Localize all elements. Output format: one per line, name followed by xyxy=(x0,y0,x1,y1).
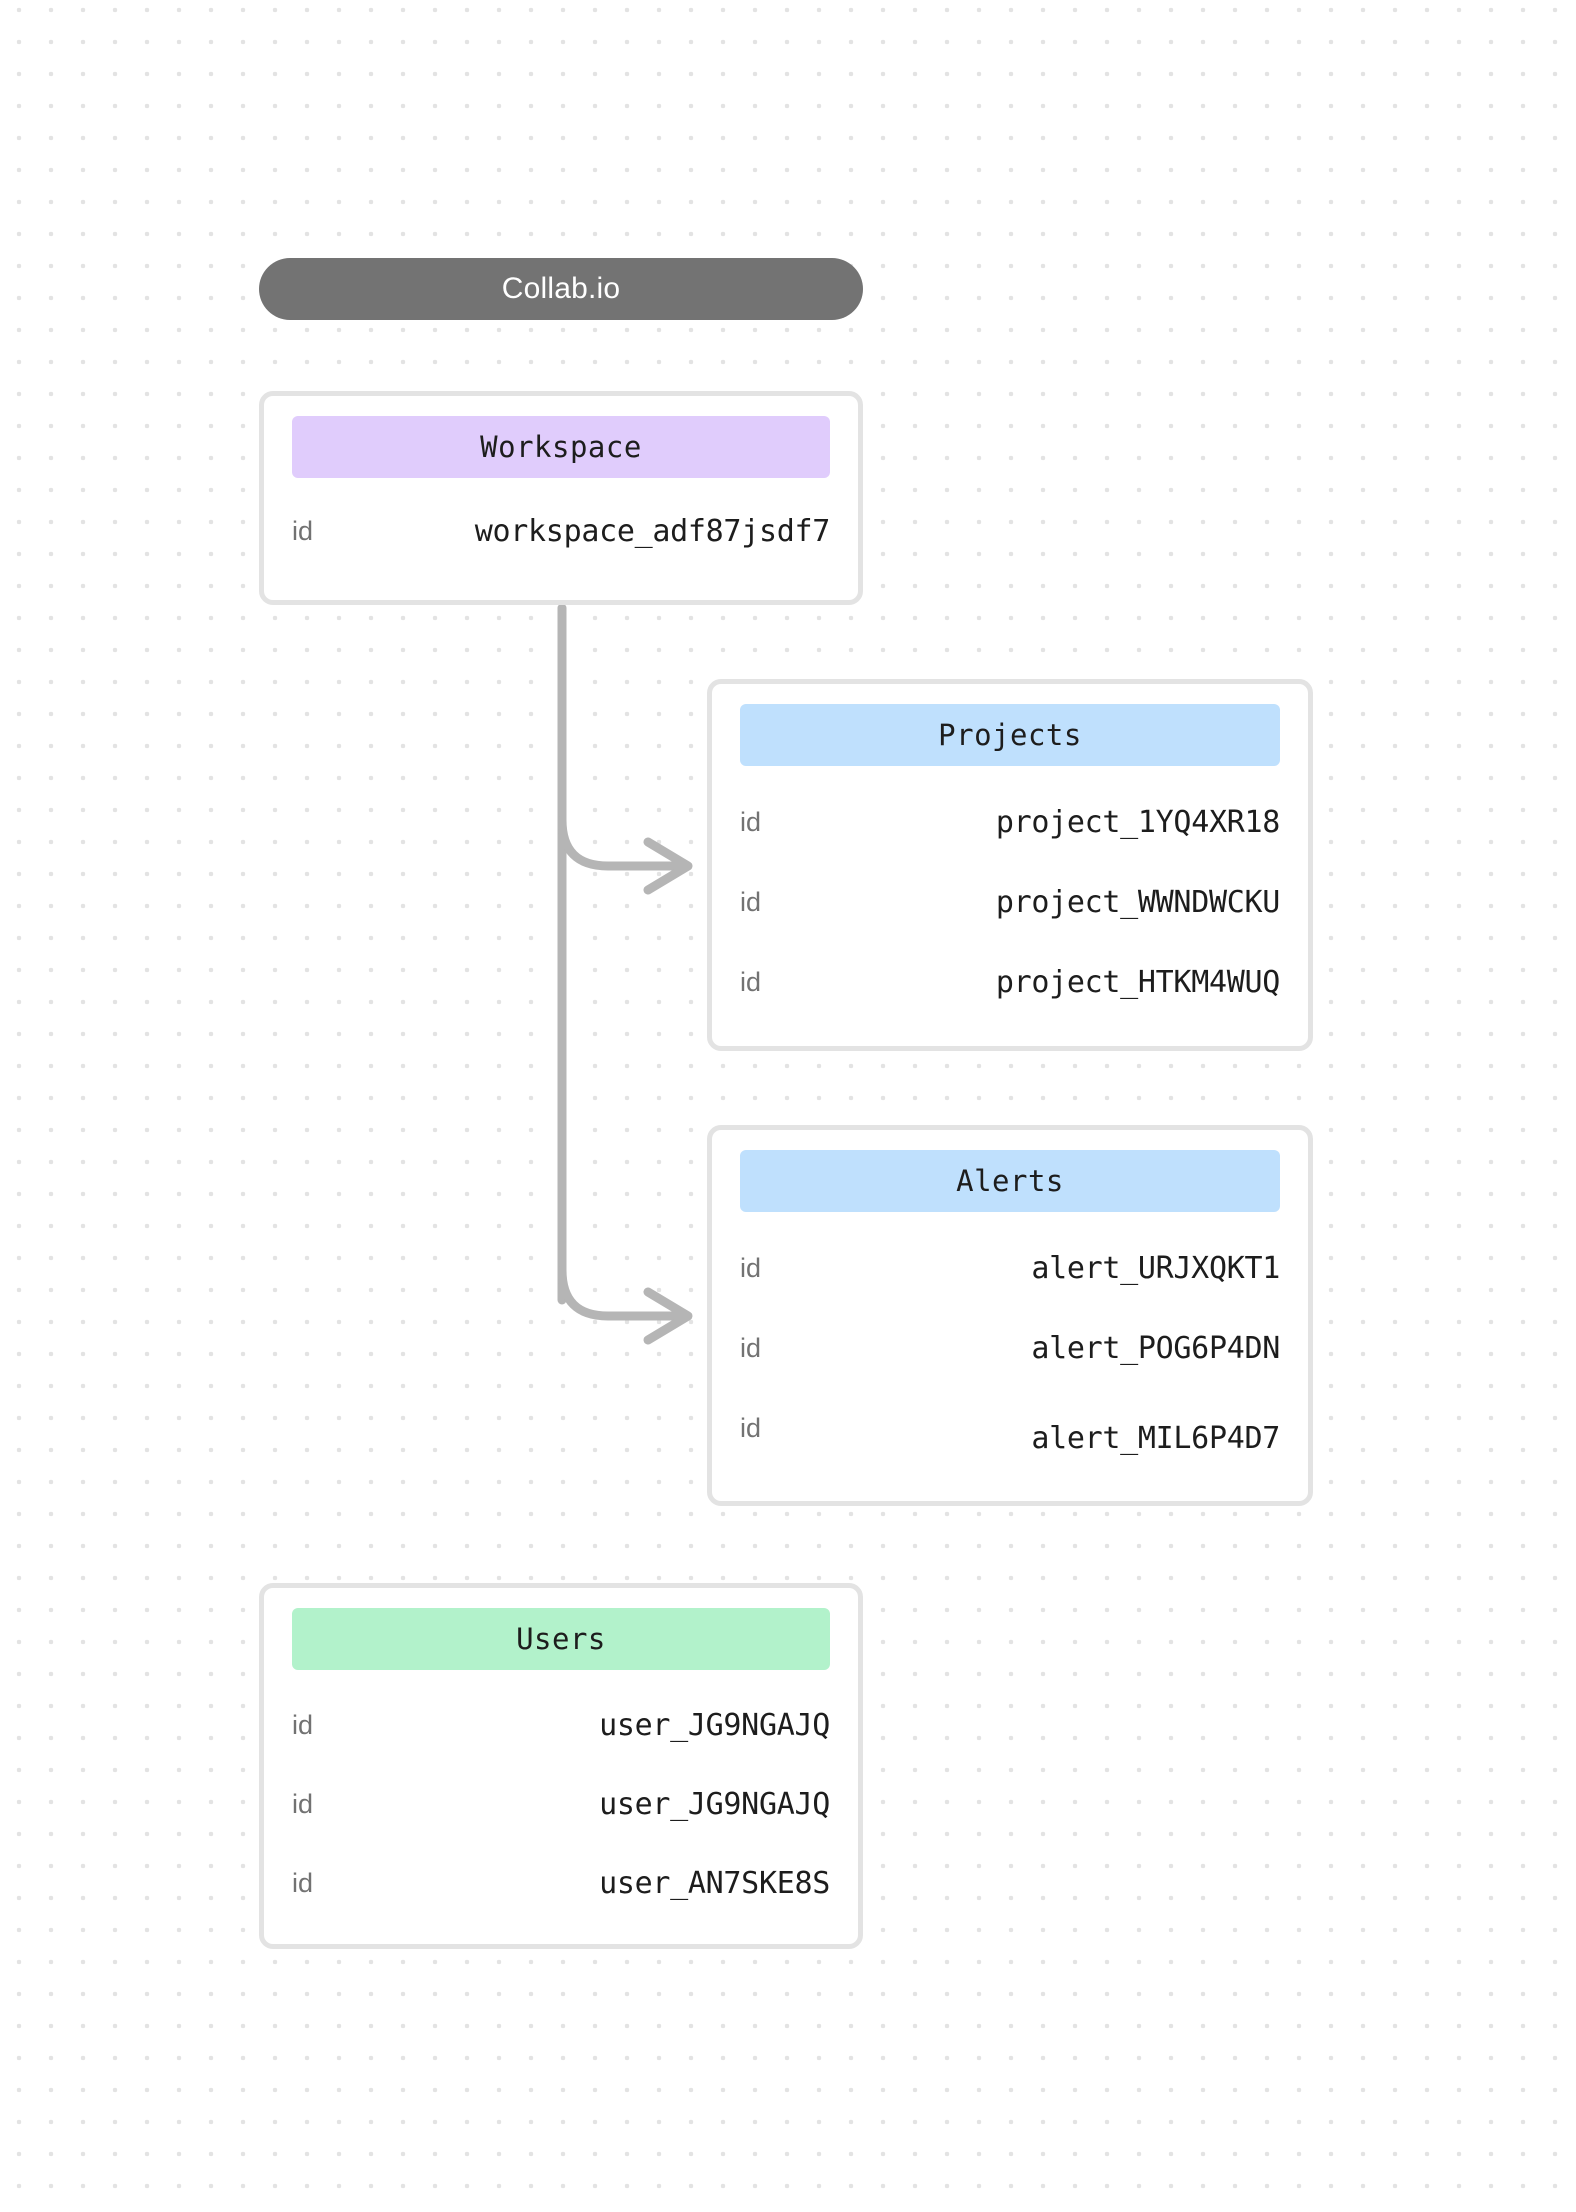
row-key: id xyxy=(740,1252,762,1283)
row-key: id xyxy=(740,966,762,997)
row-value: user_JG9NGAJQ xyxy=(599,1708,830,1743)
entity-header-projects: Projects xyxy=(740,704,1280,766)
entity-header-users: Users xyxy=(292,1608,830,1670)
arrowhead-projects xyxy=(643,837,693,895)
entity-title-workspace: Workspace xyxy=(480,430,642,464)
connector-workspace-projects xyxy=(557,815,691,871)
table-row[interactable]: id user_JG9NGAJQ xyxy=(292,1765,830,1844)
entity-rows-users: id user_JG9NGAJQ id user_JG9NGAJQ id use… xyxy=(292,1686,830,1923)
entity-header-workspace: Workspace xyxy=(292,416,830,478)
row-value: alert_POG6P4DN xyxy=(1031,1330,1280,1366)
entity-rows-alerts: id alert_URJXQKT1 id alert_POG6P4DN id a… xyxy=(740,1228,1280,1468)
table-row[interactable]: id workspace_adf87jsdf7 xyxy=(292,494,830,568)
row-key: id xyxy=(292,1710,314,1740)
entity-header-alerts: Alerts xyxy=(740,1150,1280,1212)
table-row[interactable]: id alert_MIL6P4D7 xyxy=(740,1388,1280,1468)
entity-card-users[interactable]: Users id user_JG9NGAJQ id user_JG9NGAJQ … xyxy=(259,1583,863,1949)
arrowhead-alerts xyxy=(643,1287,693,1345)
table-row[interactable]: id alert_URJXQKT1 xyxy=(740,1228,1280,1308)
row-value: user_AN7SKE8S xyxy=(599,1866,830,1901)
table-row[interactable]: id project_WWNDWCKU xyxy=(740,862,1280,942)
entity-card-projects[interactable]: Projects id project_1YQ4XR18 id project_… xyxy=(707,679,1313,1051)
row-value: user_JG9NGAJQ xyxy=(599,1787,830,1822)
row-key: id xyxy=(292,1789,314,1819)
row-key: id xyxy=(292,515,314,546)
row-key: id xyxy=(292,1868,314,1898)
row-value: workspace_adf87jsdf7 xyxy=(474,513,831,549)
row-value: project_HTKM4WUQ xyxy=(995,964,1280,1000)
row-key: id xyxy=(740,806,762,837)
entity-title-projects: Projects xyxy=(938,718,1082,752)
row-key: id xyxy=(740,886,762,917)
table-row[interactable]: id project_1YQ4XR18 xyxy=(740,782,1280,862)
table-row[interactable]: id alert_POG6P4DN xyxy=(740,1308,1280,1388)
row-value: alert_MIL6P4D7 xyxy=(1031,1420,1280,1456)
connector-workspace-alerts xyxy=(557,1265,691,1321)
row-key: id xyxy=(740,1412,762,1443)
root-node-collab-io[interactable]: Collab.io xyxy=(259,258,863,320)
entity-card-alerts[interactable]: Alerts id alert_URJXQKT1 id alert_POG6P4… xyxy=(707,1125,1313,1506)
entity-title-users: Users xyxy=(516,1622,606,1656)
entity-card-workspace[interactable]: Workspace id workspace_adf87jsdf7 xyxy=(259,391,863,605)
row-key: id xyxy=(740,1332,762,1363)
entity-title-alerts: Alerts xyxy=(956,1164,1064,1198)
entity-rows-workspace: id workspace_adf87jsdf7 xyxy=(292,494,830,568)
root-node-label: Collab.io xyxy=(501,272,621,305)
row-value: project_WWNDWCKU xyxy=(995,884,1280,920)
table-row[interactable]: id project_HTKM4WUQ xyxy=(740,942,1280,1022)
entity-rows-projects: id project_1YQ4XR18 id project_WWNDWCKU … xyxy=(740,782,1280,1022)
row-value: project_1YQ4XR18 xyxy=(995,804,1280,840)
row-value: alert_URJXQKT1 xyxy=(1031,1250,1280,1286)
table-row[interactable]: id user_JG9NGAJQ xyxy=(292,1686,830,1765)
table-row[interactable]: id user_AN7SKE8S xyxy=(292,1844,830,1923)
